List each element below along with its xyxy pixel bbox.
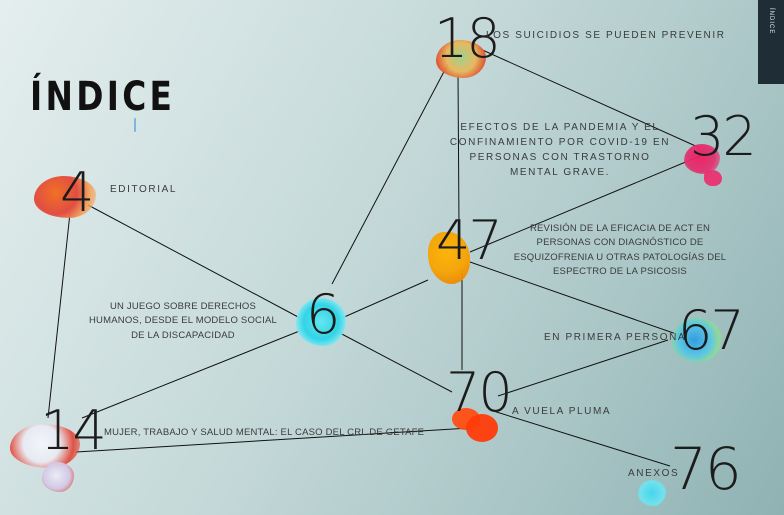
line-47-67 [469, 261, 683, 337]
line-6-14 [81, 329, 303, 419]
blob-32-drip [704, 170, 722, 186]
entry-label-anexos[interactable]: ANEXOS [628, 468, 680, 479]
line-4-6 [87, 204, 301, 319]
line-6-47 [341, 279, 429, 319]
entry-label-suicidios[interactable]: LOS SUICIDIOS SE PUEDEN PREVENIR [486, 30, 726, 41]
line-18-32 [477, 47, 701, 149]
entry-label-pandemia[interactable]: EFECTOS DE LA PANDEMIA Y EL CONFINAMIENT… [449, 122, 671, 178]
blob-18-watercolor [436, 40, 486, 78]
blob-14-watercolor [10, 424, 80, 468]
blob-4-watercolor [34, 176, 96, 218]
page-number-18[interactable]: 18 [434, 7, 501, 70]
line-6-70 [337, 331, 453, 393]
page-number-14[interactable]: 14 [40, 399, 107, 462]
line-4-14 [47, 212, 71, 419]
blob-70-watercolor-2 [466, 414, 498, 442]
side-tab[interactable]: ÍNDICE [758, 0, 784, 84]
title-drip [134, 118, 136, 132]
page-number-67[interactable]: 67 [678, 299, 745, 362]
line-70-76 [489, 409, 671, 467]
line-6-18 [331, 63, 449, 285]
page-number-76[interactable]: 76 [670, 435, 742, 503]
entry-label-primera[interactable]: EN PRIMERA PERSONA [544, 332, 687, 343]
entry-label-editorial[interactable]: EDITORIAL [110, 184, 178, 195]
entry-label-juego[interactable]: UN JUEGO SOBRE DERECHOS HUMANOS, DESDE E… [89, 301, 277, 341]
page-title: ÍNDICE [30, 74, 176, 120]
entry-label-act[interactable]: REVISIÓN DE LA EFICACIA DE ACT EN PERSON… [513, 223, 727, 277]
page-number-47[interactable]: 47 [436, 209, 503, 272]
page-number-4[interactable]: 4 [60, 161, 94, 224]
blob-67-watercolor [672, 318, 722, 362]
side-tab-label: ÍNDICE [768, 8, 774, 35]
line-70-14 [75, 427, 471, 453]
entry-label-mujer[interactable]: MUJER, TRABAJO Y SALUD MENTAL: EL CASO D… [104, 427, 425, 438]
blob-6-watercolor [296, 298, 346, 346]
line-47-32 [469, 155, 701, 253]
line-70-67 [497, 339, 669, 397]
blob-47-watercolor [428, 232, 470, 284]
blob-14-watercolor-2 [42, 462, 74, 492]
blob-32-watercolor [684, 144, 720, 174]
page-number-70[interactable]: 70 [446, 361, 513, 424]
page-number-32[interactable]: 32 [690, 105, 757, 168]
entry-label-pluma[interactable]: A VUELA PLUMA [512, 406, 612, 417]
blob-76-watercolor [638, 480, 666, 506]
page-number-6[interactable]: 6 [306, 283, 340, 346]
line-18-47 [457, 73, 460, 227]
